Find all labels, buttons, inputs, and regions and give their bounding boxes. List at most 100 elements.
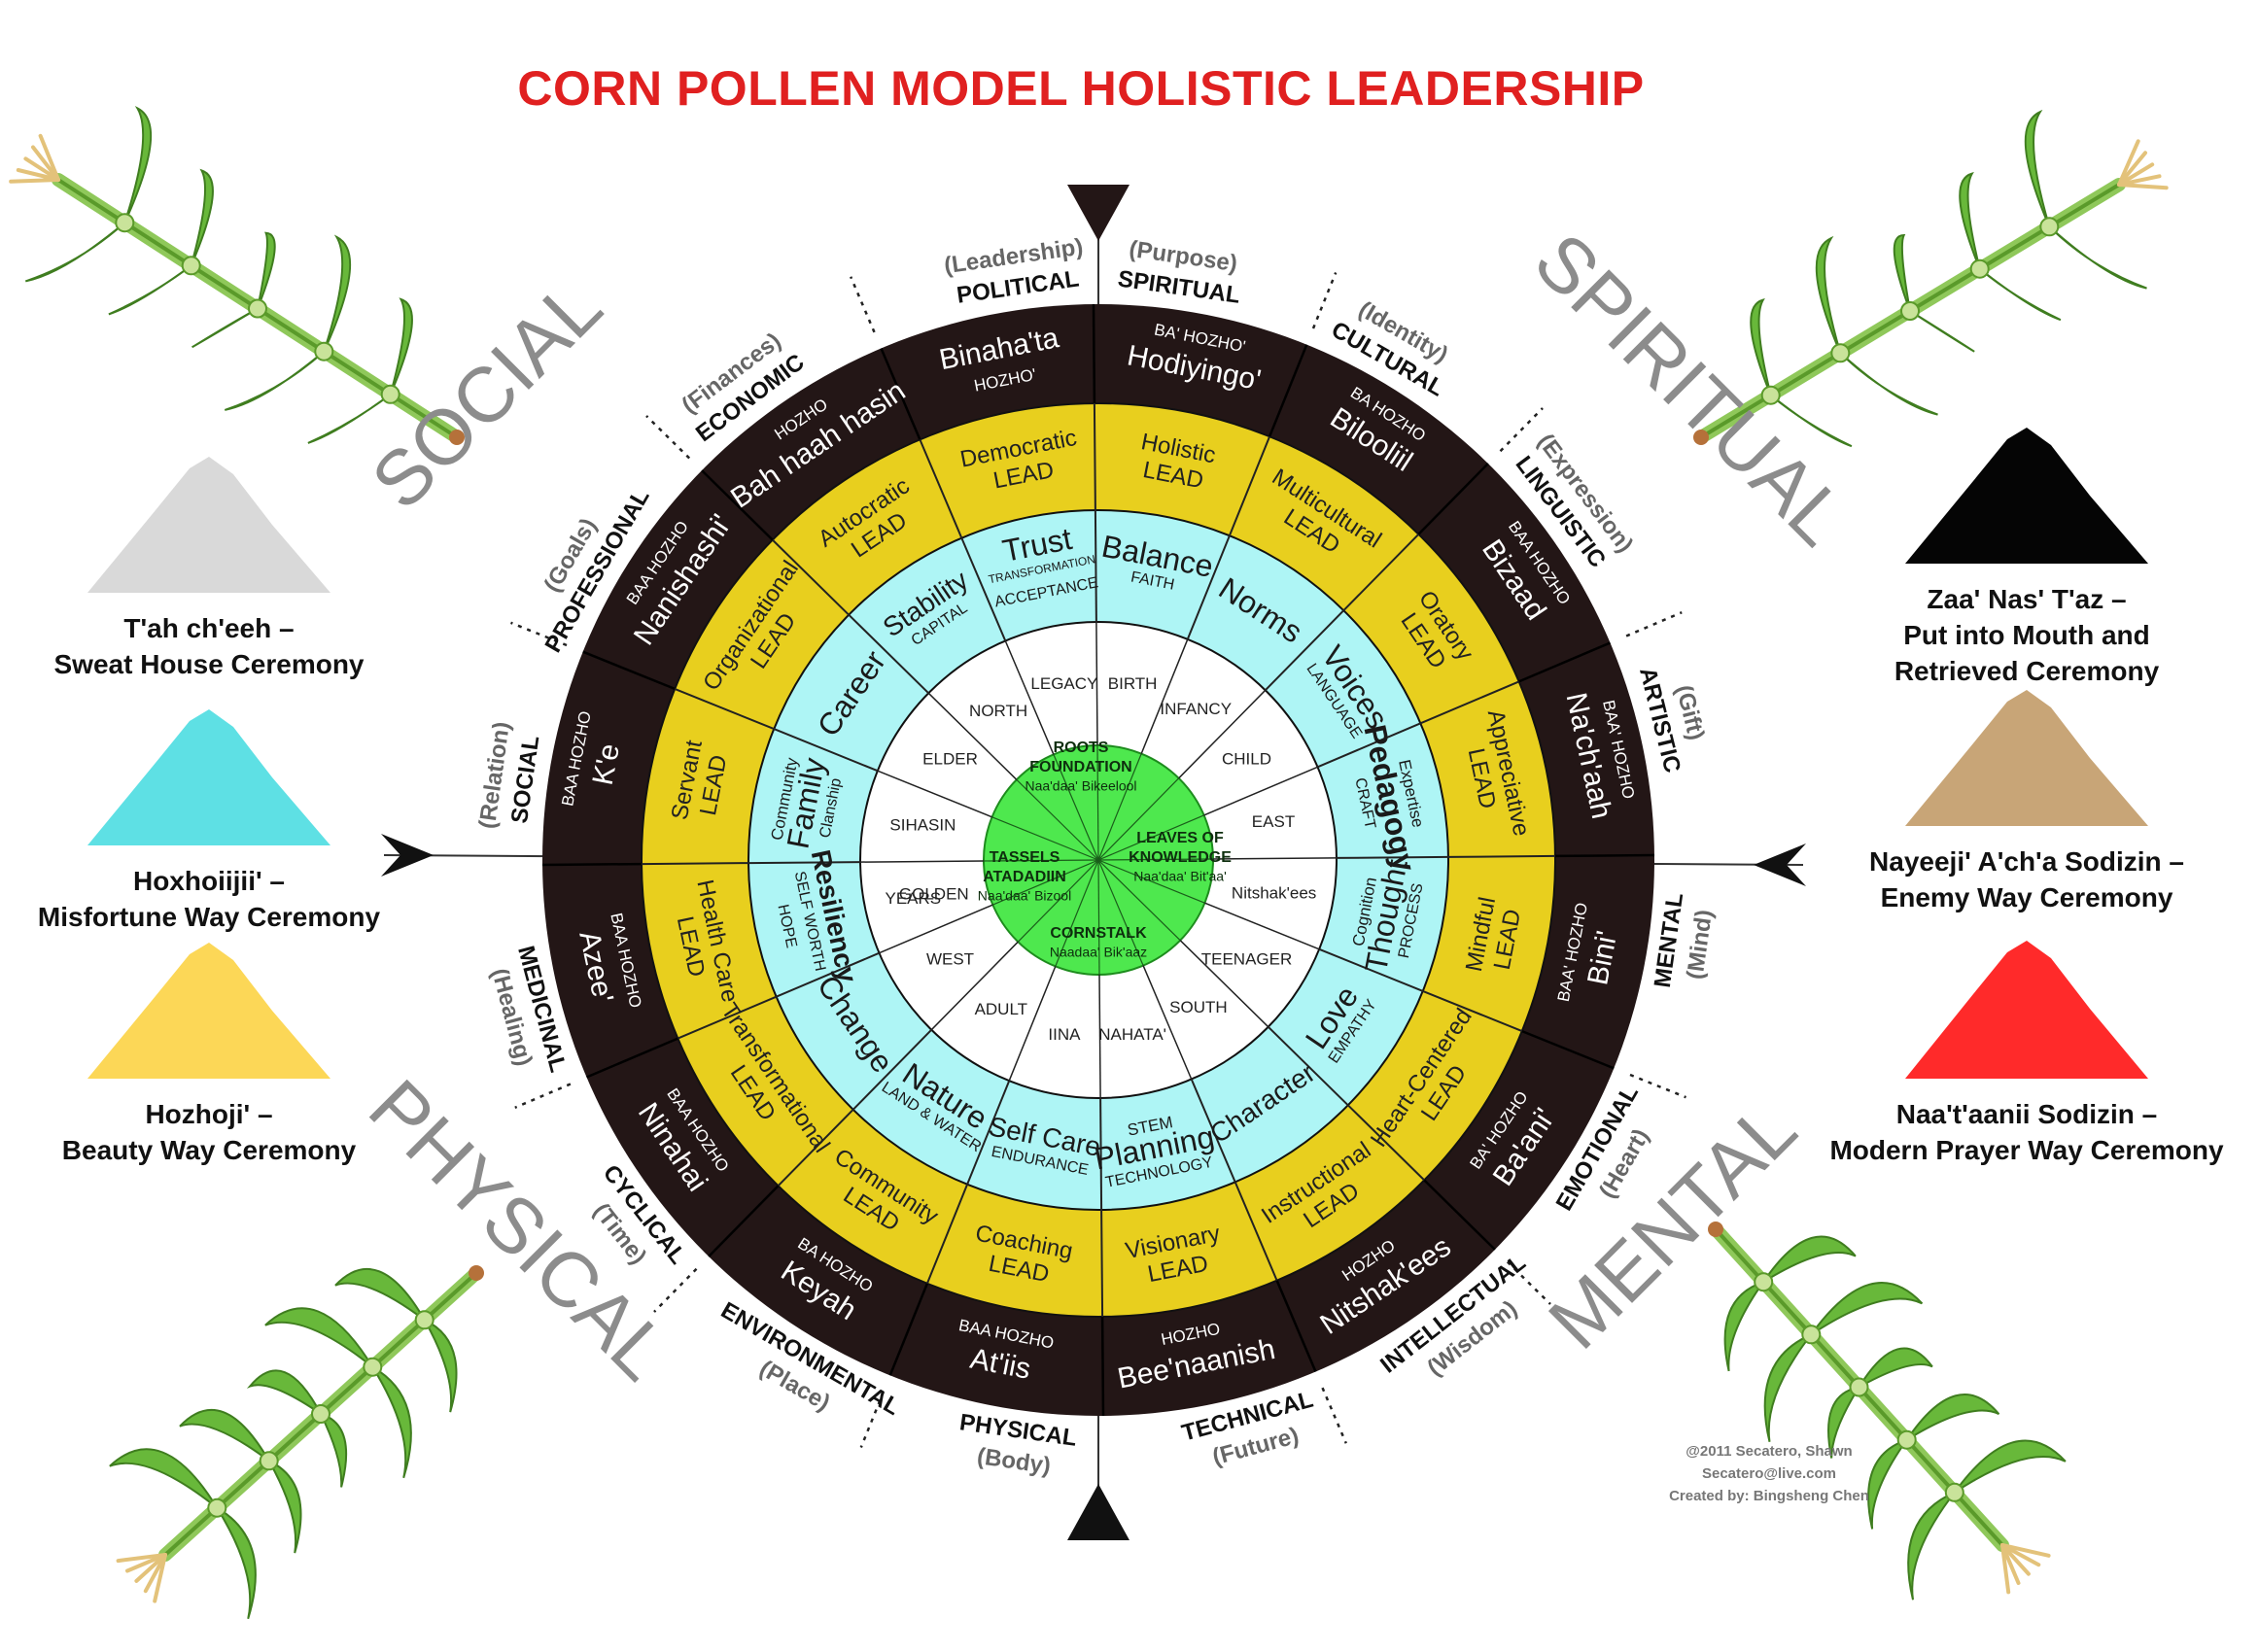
ceremony-label-line: Naa't'aanii Sodizin –	[1895, 1099, 2158, 1129]
corn-leaf	[2024, 109, 2051, 227]
black-ring-divider	[1100, 1316, 1105, 1417]
white-ring-divider	[1203, 766, 1318, 816]
black-ring-divider	[880, 348, 921, 440]
black-ring-divider	[1521, 1029, 1615, 1070]
ceremony-label-line: Nayeeji' A'ch'a Sodizin –	[1869, 846, 2184, 877]
mountain-icon	[87, 709, 330, 845]
mountain-icon	[1905, 690, 2148, 826]
corn-root	[1693, 430, 1709, 445]
corn-plant-icon	[1708, 1222, 2067, 1600]
corn-leaf	[123, 105, 153, 224]
corn-leaf	[108, 264, 192, 316]
ceremony-label: Nayeeji' A'ch'a Sodizin – Enemy Way Cerem…	[1813, 843, 2241, 915]
corn-tassel	[23, 156, 60, 182]
white-ring-label: ADULT	[975, 1000, 1027, 1018]
corn-node	[1849, 1377, 1869, 1397]
mountain-icon	[87, 457, 330, 593]
ceremony-label-line: Put into Mouth and	[1903, 620, 2150, 650]
yellow-ring-divider	[1100, 1209, 1104, 1318]
corn-node	[363, 1357, 383, 1377]
yellow-ring-divider	[919, 439, 963, 538]
cyan-ring-divider	[1094, 509, 1097, 623]
outer-divider	[514, 1083, 572, 1109]
white-ring-label: GOLDEN	[899, 884, 969, 903]
outer-divider	[1625, 611, 1683, 637]
outer-divider	[1499, 407, 1544, 453]
white-ring-divider	[1142, 965, 1193, 1080]
corn-tassel	[116, 1553, 167, 1564]
corn-plants-layer	[9, 105, 2169, 1620]
core-label-line: TASSELS	[990, 849, 1060, 866]
core-divider	[983, 859, 1099, 862]
core-divider	[1016, 778, 1099, 861]
white-ring-label: INFANCY	[1160, 700, 1232, 718]
corn-node	[207, 1497, 227, 1518]
ceremony-label-line: Sweat House Ceremony	[53, 649, 365, 679]
mountain-icon	[1905, 941, 2148, 1079]
white-ring-divider	[1179, 940, 1269, 1028]
bottom-arrow-icon	[1067, 1484, 1130, 1540]
corn-node	[1969, 258, 1990, 279]
black-ring-divider	[1554, 853, 1655, 858]
corn-leaf	[389, 297, 413, 396]
white-ring-label: CHILD	[1222, 750, 1271, 769]
white-ring-label: WEST	[926, 949, 974, 968]
corn-node	[1830, 343, 1851, 363]
outer-divider	[1311, 272, 1338, 329]
white-ring-divider	[1140, 638, 1189, 754]
corn-leaf	[24, 222, 125, 283]
outer-divider	[653, 1267, 698, 1313]
credit-line: Secatero@live.com	[1701, 1465, 1837, 1482]
corn-leaf	[216, 1506, 257, 1620]
white-ring-divider	[859, 860, 985, 863]
yellow-ring-divider	[1422, 989, 1523, 1033]
core-divider	[1097, 859, 1181, 942]
outer-label-name: PHYSICAL	[957, 1409, 1078, 1452]
corn-leaf	[423, 1319, 458, 1413]
corn-node	[1896, 1429, 1917, 1450]
outer-divider	[645, 415, 691, 460]
outer-divider	[510, 621, 568, 647]
core-label-line: FOUNDATION	[1029, 759, 1131, 775]
ceremony-label-line: Beauty Way Ceremony	[61, 1135, 357, 1165]
core-label-line: ATADADIIN	[983, 869, 1066, 885]
cyan-ring-divider	[773, 728, 879, 773]
black-ring-divider	[1423, 1179, 1496, 1251]
corn-leaf	[1953, 1439, 2067, 1494]
yellow-ring-divider	[1420, 680, 1519, 725]
mountain-icon	[87, 943, 330, 1079]
yellow-ring-divider	[641, 862, 749, 866]
outer-divider	[1629, 1073, 1686, 1099]
white-ring-label: IINA	[1048, 1025, 1081, 1044]
corn-leaf	[224, 350, 325, 411]
credit-line: Created by: Bingsheng Chen	[1669, 1488, 1869, 1504]
white-ring-label: BIRTH	[1108, 674, 1158, 693]
white-ring-divider	[927, 692, 1018, 780]
corn-node	[314, 341, 334, 361]
yellow-ring-divider	[1228, 435, 1271, 536]
yellow-ring-divider	[1234, 1182, 1278, 1281]
black-ring-divider	[582, 650, 676, 691]
cyan-ring-divider	[776, 951, 880, 998]
white-ring-label: SOUTH	[1169, 998, 1228, 1016]
corn-plant-icon	[1693, 109, 2169, 448]
mountains-layer	[87, 428, 2148, 1079]
core-divider	[1097, 777, 1180, 861]
corn-leaf	[1827, 1386, 1860, 1459]
core-label-line: Naa'daa' Bit'aa'	[1133, 869, 1227, 884]
black-ring-divider	[701, 469, 774, 541]
corn-node	[115, 213, 135, 233]
corn-tassel	[2117, 183, 2169, 190]
ceremony-label-line: Enemy Way Ceremony	[1880, 882, 2173, 912]
white-ring-label: NORTH	[969, 702, 1027, 720]
white-ring-divider	[930, 941, 1019, 1031]
core-divider	[1055, 859, 1099, 967]
outer-label-name: SOCIAL	[506, 734, 544, 825]
outer-divider	[1506, 1260, 1551, 1305]
white-ring-divider	[1004, 640, 1055, 755]
core-divider	[992, 859, 1099, 906]
corn-node	[1900, 301, 1920, 321]
